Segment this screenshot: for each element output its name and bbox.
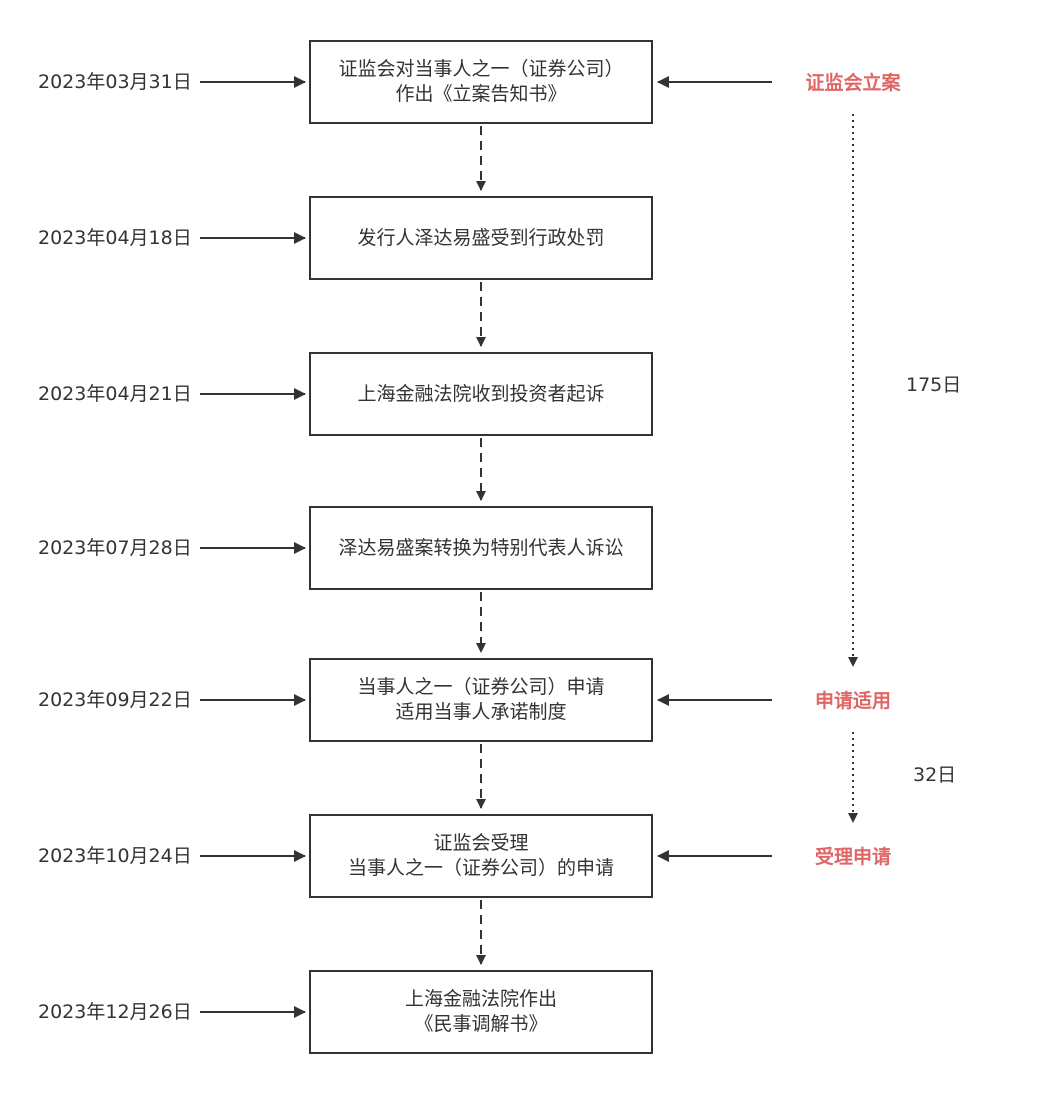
process-box-text: 作出《立案告知书》: [395, 83, 567, 105]
process-box-4: 泽达易盛案转换为特别代表人诉讼: [309, 506, 653, 590]
process-box-text: 《民事调解书》: [414, 1013, 548, 1035]
process-box-2: 发行人泽达易盛受到行政处罚: [309, 196, 653, 280]
date-label-5: 2023年09月22日: [38, 689, 192, 711]
duration-label-32: 32日: [913, 764, 957, 786]
process-box-text: 泽达易盛案转换为特别代表人诉讼: [338, 536, 624, 559]
date-label-7: 2023年12月26日: [38, 1001, 192, 1023]
process-box-6: 证监会受理 当事人之一（证券公司）的申请: [309, 814, 653, 898]
process-box-7: 上海金融法院作出 《民事调解书》: [309, 970, 653, 1054]
process-box-text: 发行人泽达易盛受到行政处罚: [357, 226, 605, 249]
process-box-text: 证监会对当事人之一（证券公司）: [338, 58, 624, 80]
process-box-text: 当事人之一（证券公司）申请: [357, 676, 605, 698]
milestone-label-apply: 申请适用: [814, 690, 891, 712]
date-label-1: 2023年03月31日: [38, 71, 192, 93]
process-box-1: 证监会对当事人之一（证券公司） 作出《立案告知书》: [309, 40, 653, 124]
date-label-4: 2023年07月28日: [38, 537, 192, 559]
milestone-label-accept: 受理申请: [814, 846, 891, 868]
date-label-6: 2023年10月24日: [38, 845, 192, 867]
process-box-5: 当事人之一（证券公司）申请 适用当事人承诺制度: [309, 658, 653, 742]
process-box-text: 上海金融法院收到投资者起诉: [357, 382, 605, 405]
process-box-text: 当事人之一（证券公司）的申请: [347, 857, 614, 879]
milestone-label-filing: 证监会立案: [805, 72, 901, 94]
date-label-3: 2023年04月21日: [38, 383, 192, 405]
duration-label-175: 175日: [906, 374, 962, 396]
process-box-text: 适用当事人承诺制度: [395, 701, 567, 723]
process-box-text: 证监会受理: [433, 832, 529, 854]
date-label-2: 2023年04月18日: [38, 227, 192, 249]
process-box-text: 上海金融法院作出: [404, 988, 557, 1010]
process-box-3: 上海金融法院收到投资者起诉: [309, 352, 653, 436]
